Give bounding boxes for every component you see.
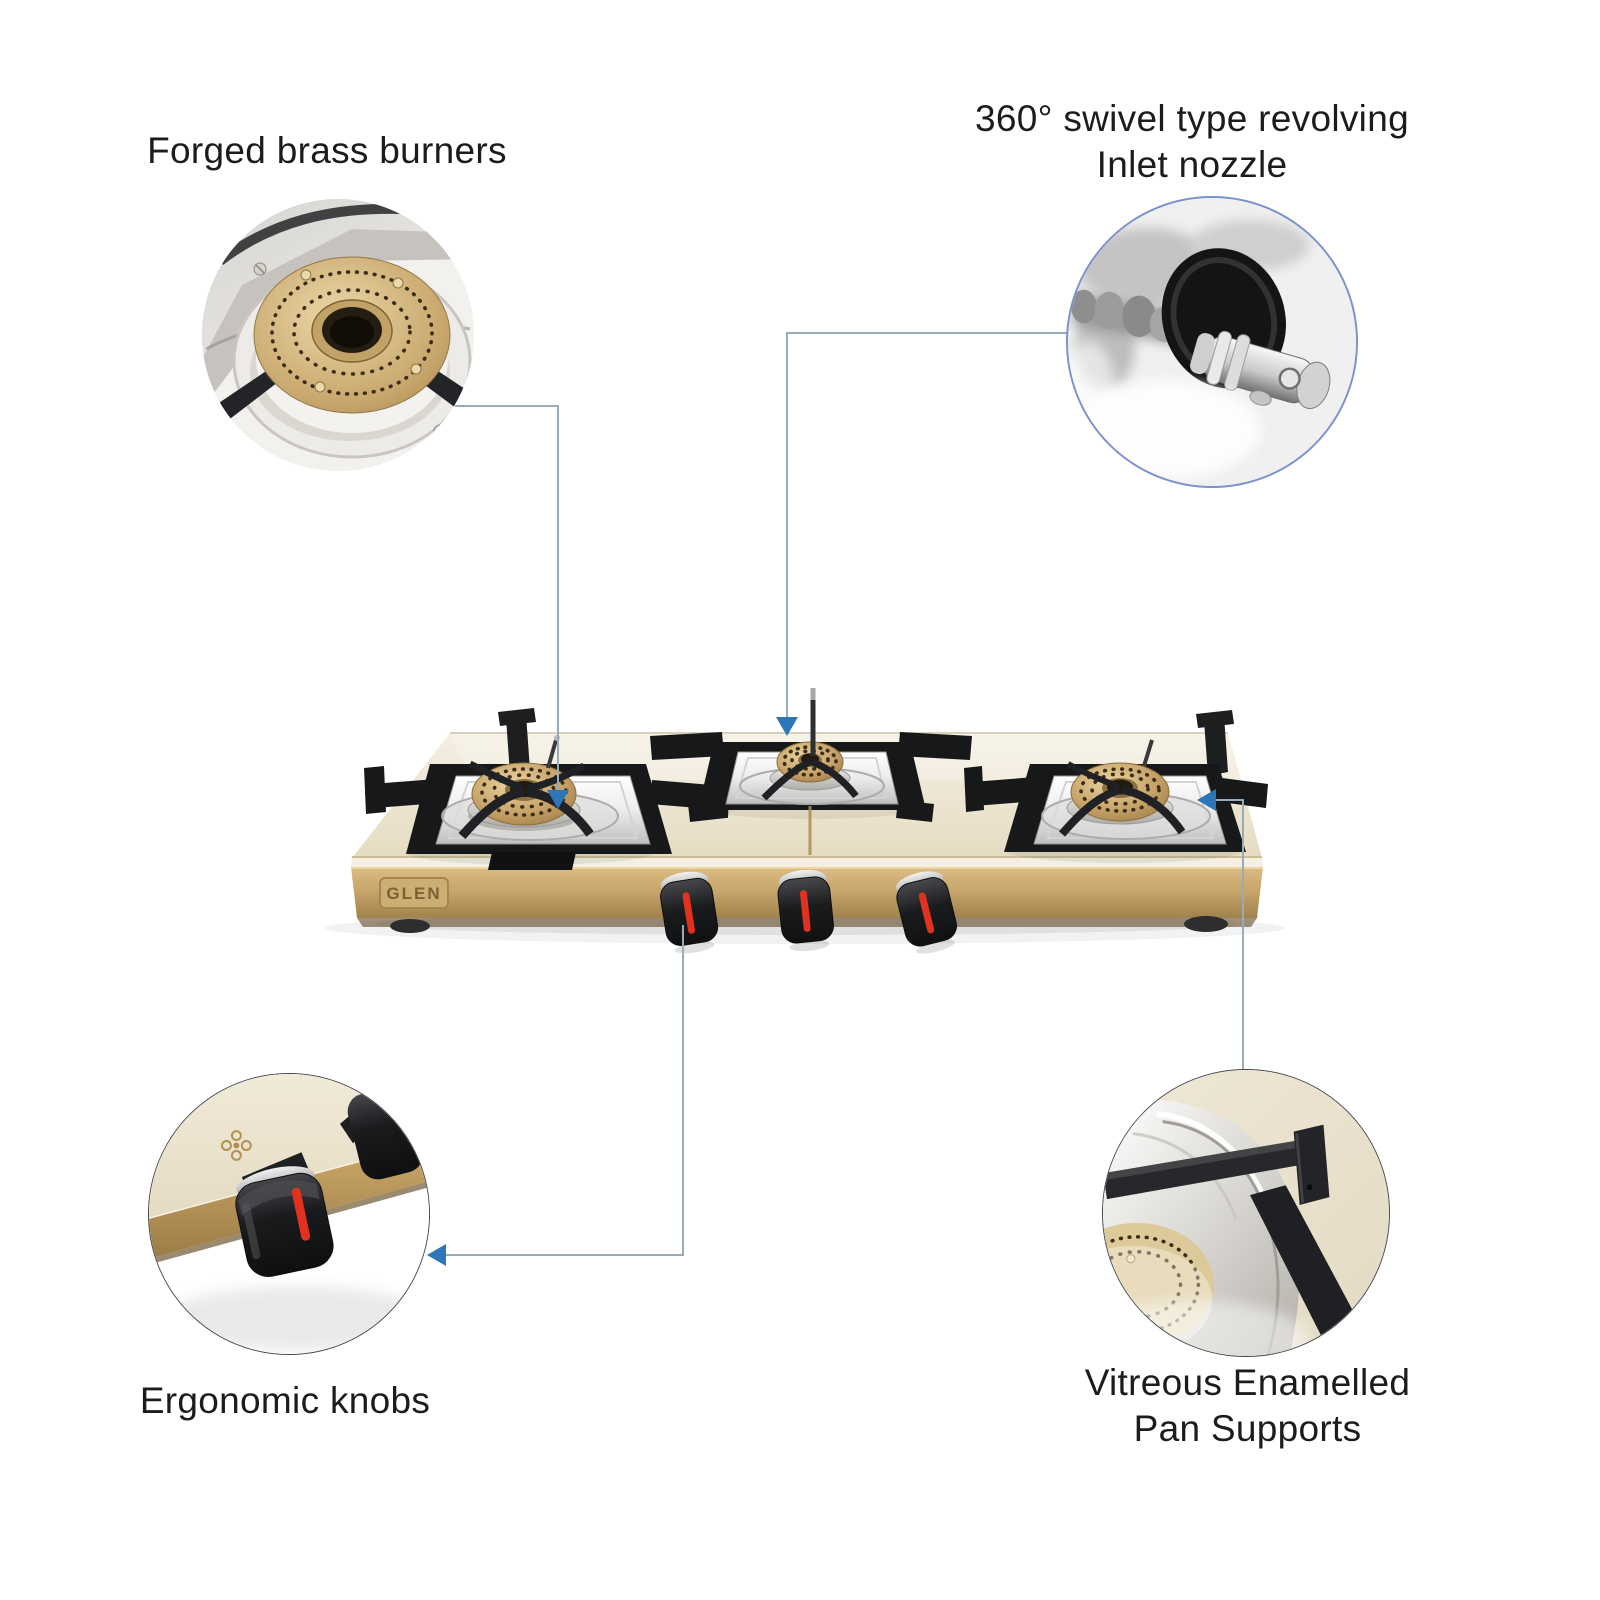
knob-2 [777, 869, 834, 952]
glen-emblem-icon [220, 1130, 252, 1161]
callout-arrow-knobs [427, 1244, 446, 1266]
label-inlet-nozzle-line2: Inlet nozzle [1096, 144, 1288, 185]
label-inlet-nozzle-line1: 360° swivel type revolving [975, 98, 1409, 139]
glen-badge: GLEN [379, 877, 449, 909]
burner-station-right [964, 710, 1268, 863]
label-brass-burners-text: Forged brass burners [147, 130, 507, 171]
callout-line-knobs [446, 925, 684, 1256]
burner-station-middle [650, 688, 972, 855]
photo-knobs-closeup [148, 1073, 430, 1355]
label-inlet-nozzle: 360° swivel type revolving Inlet nozzle [942, 96, 1442, 188]
callout-arrow-brass-burners [547, 790, 569, 809]
label-pan-supports: Vitreous Enamelled Pan Supports [995, 1360, 1500, 1452]
photo-inlet-nozzle-closeup [1066, 196, 1358, 488]
brand-badge-text: GLEN [386, 884, 441, 903]
callout-line-brass-burners [455, 405, 559, 792]
callout-line-pan-supports [1216, 799, 1244, 1069]
photo-brass-burner-closeup [202, 199, 474, 471]
label-brass-burners: Forged brass burners [107, 128, 547, 174]
callout-arrow-inlet-nozzle [776, 717, 798, 736]
callout-arrow-pan-supports [1197, 789, 1216, 811]
knob-1 [660, 871, 719, 954]
knob-3 [896, 871, 957, 954]
burner-station-left [364, 708, 730, 870]
label-pan-supports-line2: Pan Supports [1133, 1408, 1362, 1449]
callout-line-inlet-nozzle [786, 332, 1067, 719]
label-pan-supports-line1: Vitreous Enamelled [1084, 1362, 1411, 1403]
label-ergonomic-knobs: Ergonomic knobs [85, 1378, 485, 1424]
label-ergonomic-knobs-text: Ergonomic knobs [139, 1380, 431, 1421]
photo-pan-supports-closeup [1102, 1069, 1390, 1357]
stove-feet [390, 916, 1228, 933]
